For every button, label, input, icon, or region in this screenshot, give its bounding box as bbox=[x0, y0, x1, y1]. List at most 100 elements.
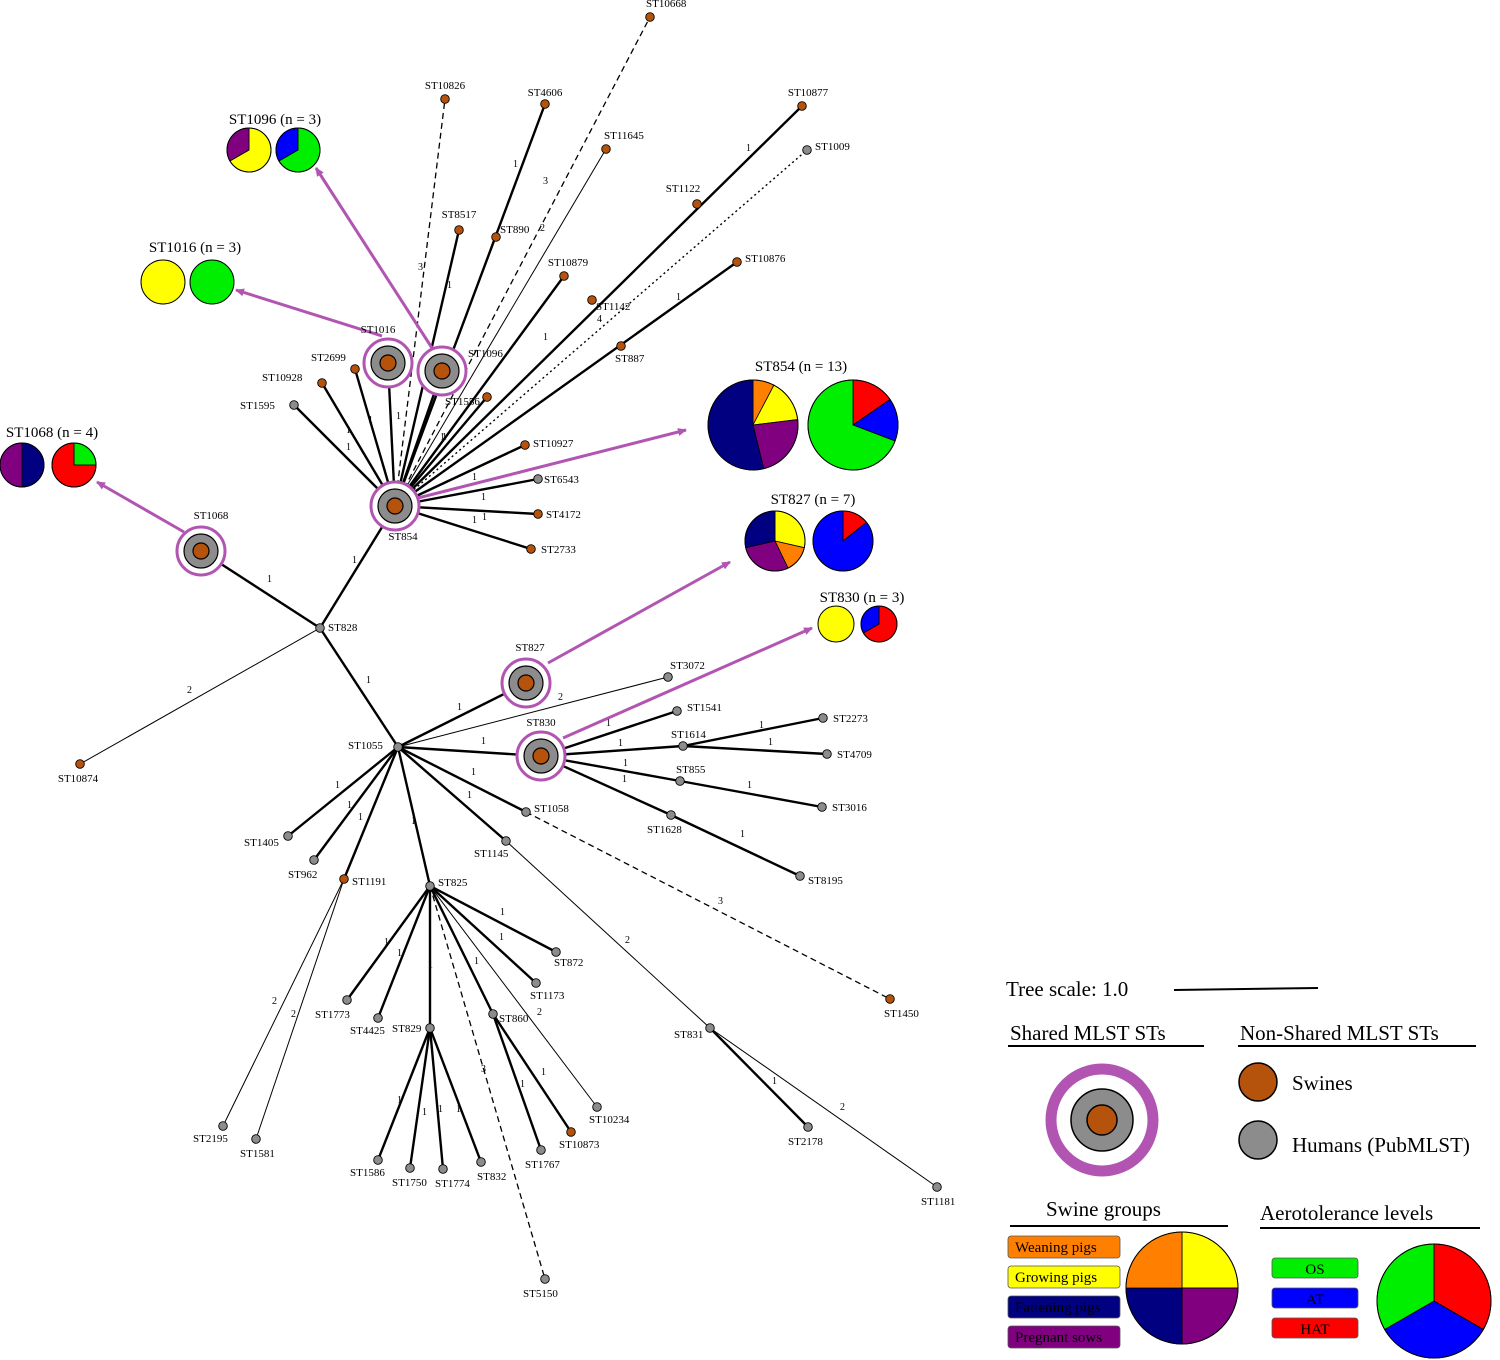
node-ST1773: ST1773 bbox=[315, 995, 352, 1021]
edge-ST1614-ST4709 bbox=[682, 744, 828, 756]
node-ST6543: ST6543 bbox=[533, 474, 579, 486]
node-label-ST1556: ST1556 bbox=[445, 396, 480, 408]
edge-ST825-ST1773 bbox=[346, 885, 431, 1001]
edge-ST825-ST5150 bbox=[429, 885, 546, 1280]
node-ST1142: ST1142 bbox=[587, 295, 630, 313]
aerotolerance-title: Aerotolerance levels bbox=[1260, 1201, 1433, 1225]
node-ST1541: ST1541 bbox=[672, 702, 722, 716]
edge-ST854-ST10876 bbox=[394, 261, 738, 507]
edge-weight-ST1055-ST827: 1 bbox=[457, 702, 462, 713]
node-label-ST1068: ST1068 bbox=[194, 510, 229, 522]
node-label-ST1750: ST1750 bbox=[392, 1177, 427, 1189]
node-ST1191: ST1191 bbox=[339, 874, 386, 888]
node-ST1096: ST1096 bbox=[416, 345, 503, 397]
edge-ST860-ST10873 bbox=[491, 1013, 573, 1133]
edge-weight-ST854-ST2699: 1 bbox=[368, 415, 373, 426]
edge-weight-ST825-ST4425: 1 bbox=[397, 948, 402, 959]
edge-weight-ST829-ST832: 1 bbox=[456, 1104, 461, 1115]
edge-weight-ST1055-ST962: 1 bbox=[347, 800, 352, 811]
edge-weight-ST825-ST829: 1 bbox=[428, 960, 433, 971]
node-ST860: ST860 bbox=[488, 1009, 529, 1025]
node-ST10927: ST10927 bbox=[520, 438, 574, 450]
legend-swine-pie bbox=[1125, 1231, 1239, 1345]
legend-label-pregnant: Pregnant sows bbox=[1015, 1330, 1102, 1346]
node-label-ST6543: ST6543 bbox=[544, 474, 579, 486]
node-ST1586: ST1586 bbox=[350, 1155, 385, 1179]
edge-weight-ST854-ST828: 1 bbox=[352, 555, 357, 566]
shared-node-symbol bbox=[1045, 1063, 1159, 1177]
node-ST10874: ST10874 bbox=[58, 759, 99, 785]
tree-scale-bar bbox=[1173, 987, 1319, 991]
shared-mlst-title: Shared MLST STs bbox=[1010, 1021, 1166, 1045]
edge-ST1058-ST1450 bbox=[525, 811, 891, 1000]
edge-weight-ST825-ST872: 1 bbox=[500, 907, 505, 918]
node-label-ST1181: ST1181 bbox=[921, 1196, 955, 1208]
node-label-ST1145: ST1145 bbox=[474, 848, 509, 860]
legend-item-growing: Growing pigs bbox=[1007, 1265, 1121, 1289]
edge-ST1628-ST8195 bbox=[670, 813, 801, 878]
node-label-ST10876: ST10876 bbox=[745, 253, 786, 265]
node-label-ST5150: ST5150 bbox=[523, 1288, 558, 1300]
node-label-ST4606: ST4606 bbox=[528, 87, 563, 99]
node-ST10234: ST10234 bbox=[589, 1102, 630, 1126]
node-ST1556: ST1556 bbox=[445, 392, 492, 408]
node-label-ST2195: ST2195 bbox=[193, 1133, 228, 1145]
node-ST4172: ST4172 bbox=[533, 509, 581, 521]
edge-weight-ST825-ST1173: 1 bbox=[499, 932, 504, 943]
node-ST828: ST828 bbox=[315, 622, 358, 634]
edge-weight-ST1055-ST1405: 1 bbox=[335, 780, 340, 791]
edge-ST825-ST872 bbox=[429, 884, 557, 954]
g830-swine-pie bbox=[817, 605, 855, 643]
g827-aero-pie bbox=[812, 510, 874, 572]
node-label-ST3072: ST3072 bbox=[670, 660, 705, 672]
edge-ST854-ST10826 bbox=[394, 98, 446, 507]
legend-label-growing: Growing pigs bbox=[1015, 1270, 1097, 1286]
node-label-ST8195: ST8195 bbox=[808, 875, 843, 887]
edge-weight-ST854-ST2733: 1 bbox=[472, 515, 477, 526]
swine-node-symbol bbox=[1238, 1062, 1278, 1102]
edge-weight-ST825-ST10234: 2 bbox=[537, 1007, 542, 1018]
node-label-ST1058: ST1058 bbox=[534, 803, 569, 815]
node-label-ST1009: ST1009 bbox=[815, 141, 850, 153]
edge-ST825-ST1173 bbox=[429, 885, 537, 984]
node-ST4709: ST4709 bbox=[822, 749, 872, 761]
g1068-swine-pie bbox=[0, 442, 45, 488]
node-label-ST2273: ST2273 bbox=[833, 713, 868, 725]
node-label-ST4172: ST4172 bbox=[546, 509, 581, 521]
nonshared-mlst-title: Non-Shared MLST STs bbox=[1240, 1021, 1439, 1045]
edge-weight-ST1055-ST825: 1 bbox=[411, 816, 416, 827]
node-ST1058: ST1058 bbox=[521, 803, 569, 817]
edge-weight-ST854-ST1016: 1 bbox=[396, 411, 401, 422]
node-ST1595: ST1595 bbox=[240, 400, 299, 412]
edge-ST829-ST1586 bbox=[376, 1027, 432, 1161]
edge-ST1191-ST1581 bbox=[255, 878, 345, 1140]
edge-weight-ST825-ST1773: 1 bbox=[384, 937, 389, 948]
edge-ST854-ST1009 bbox=[394, 149, 808, 507]
arrow-g1096 bbox=[314, 167, 434, 349]
legend-label-fattening: Fattening pigs bbox=[1015, 1300, 1101, 1316]
arrow-g827 bbox=[547, 560, 731, 665]
edge-ST829-ST1774 bbox=[428, 1027, 445, 1170]
node-label-ST10874: ST10874 bbox=[58, 773, 99, 785]
node-label-ST10873: ST10873 bbox=[559, 1139, 600, 1151]
human-node-symbol bbox=[1238, 1120, 1278, 1160]
node-ST1628: ST1628 bbox=[647, 810, 682, 836]
node-ST8195: ST8195 bbox=[795, 871, 843, 887]
node-label-ST855: ST855 bbox=[676, 764, 706, 776]
node-label-ST1191: ST1191 bbox=[352, 876, 386, 888]
node-ST855: ST855 bbox=[675, 764, 706, 786]
node-ST1581: ST1581 bbox=[240, 1134, 275, 1160]
node-ST1173: ST1173 bbox=[530, 978, 565, 1002]
edge-ST854-ST10879 bbox=[394, 275, 565, 507]
node-label-ST831: ST831 bbox=[674, 1029, 703, 1041]
legend-label-hat: HAT bbox=[1300, 1322, 1329, 1338]
edge-weight-ST854-ST1556: 1 bbox=[442, 432, 447, 443]
node-label-ST828: ST828 bbox=[328, 622, 358, 634]
g854-swine-pie bbox=[707, 379, 799, 471]
legend-item-fattening: Fattening pigs bbox=[1007, 1295, 1121, 1319]
node-label-ST832: ST832 bbox=[477, 1171, 506, 1183]
edge-weight-ST854-ST6543: 1 bbox=[481, 492, 486, 503]
